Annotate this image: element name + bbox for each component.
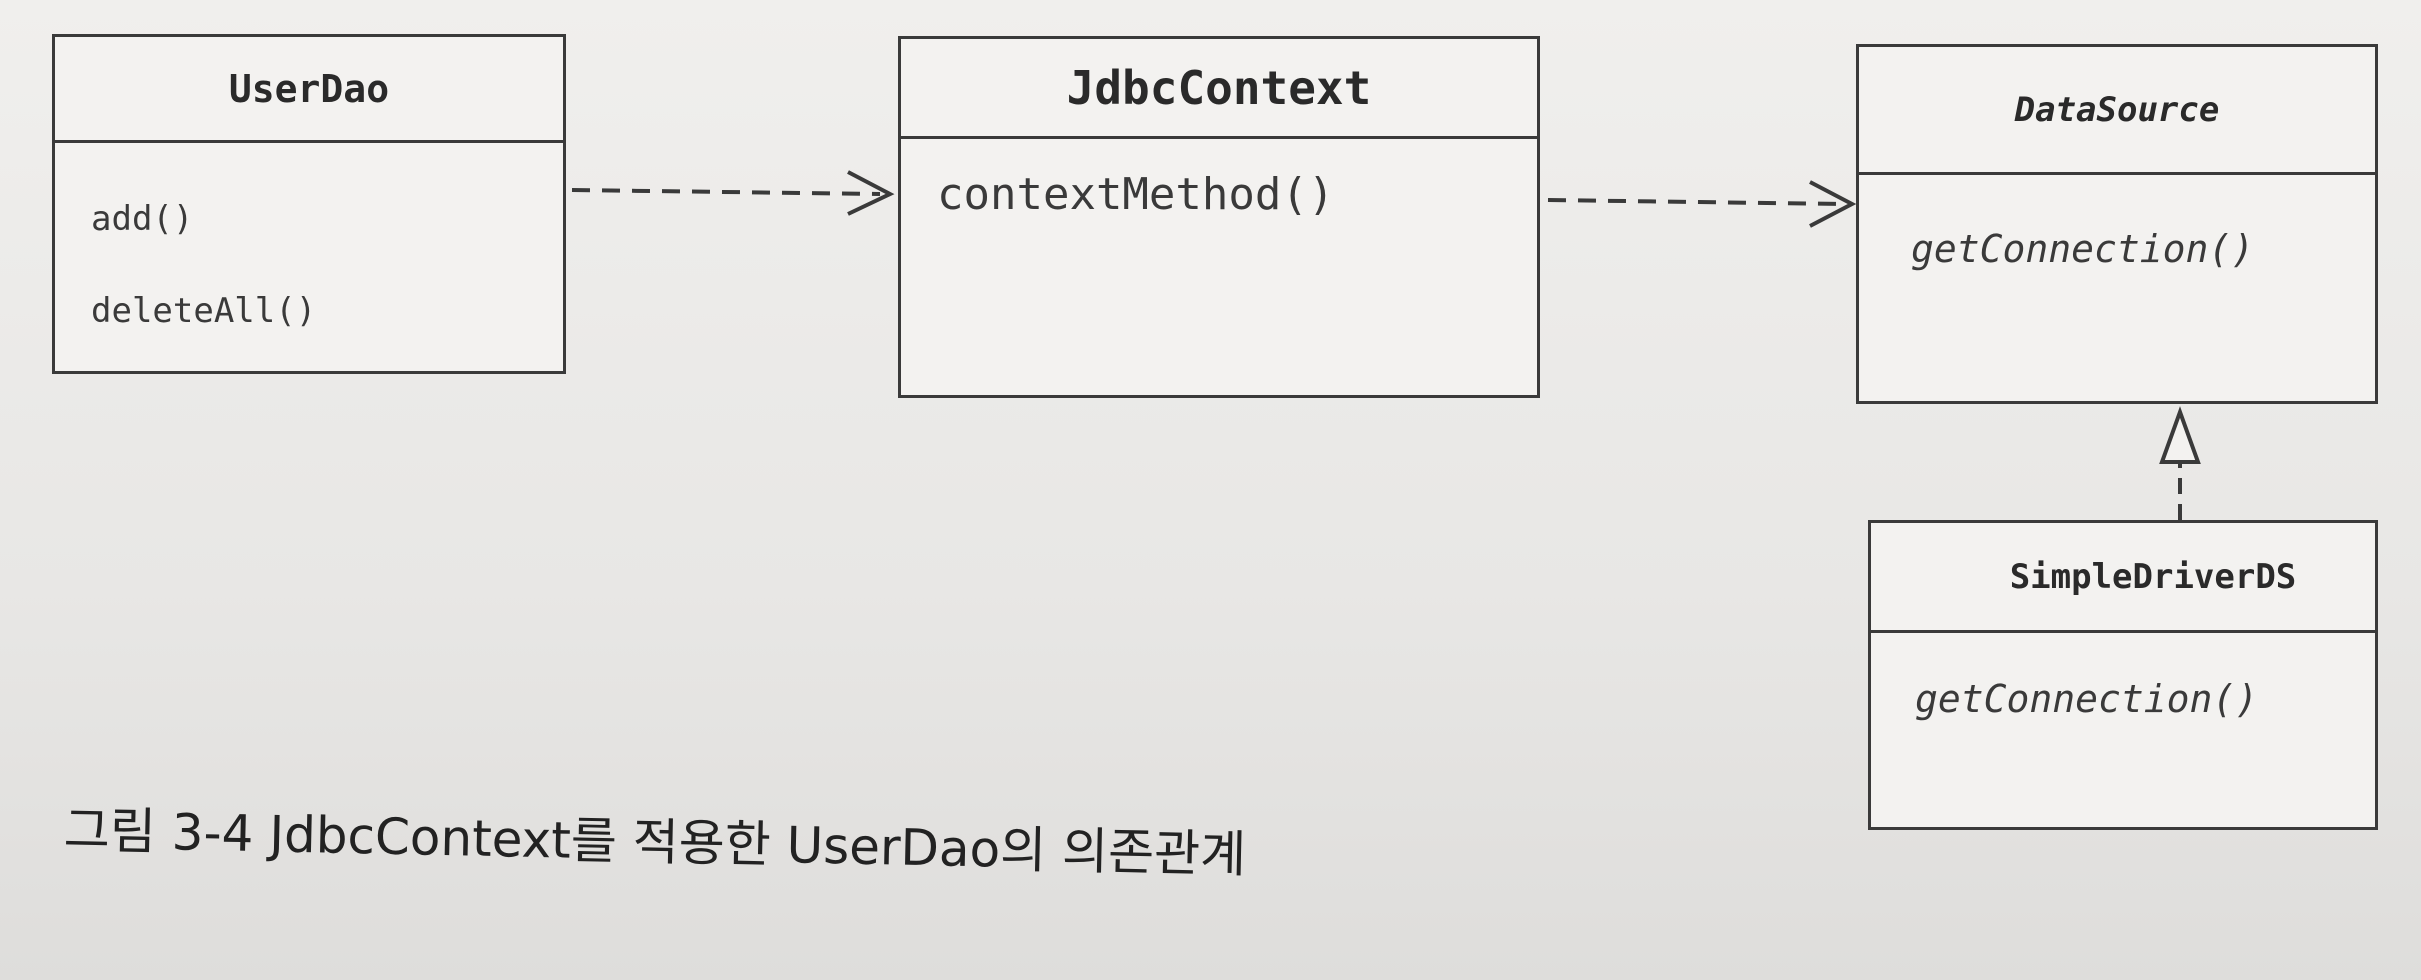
- userdao-method-add: add(): [91, 199, 194, 239]
- jdbccontext-class-name: JdbcContext: [901, 39, 1537, 139]
- simpledriverds-methods: getConnection(): [1871, 633, 2375, 721]
- dependency-line-userdao-jdbccontext: [571, 188, 881, 196]
- datasource-class-name: DataSource: [1859, 47, 2375, 175]
- userdao-class-box: UserDao add() deleteAll(): [52, 34, 566, 374]
- simpledriverds-class-box: SimpleDriverDS getConnection(): [1868, 520, 2378, 830]
- realization-arrowhead-datasource: [2159, 406, 2201, 464]
- userdao-class-name: UserDao: [55, 37, 563, 143]
- dependency-arrowhead-jdbccontext: [847, 170, 895, 216]
- jdbccontext-method-contextmethod: contextMethod(): [937, 169, 1335, 220]
- dependency-line-jdbccontext-datasource: [1547, 198, 1843, 206]
- simpledriverds-method-getconnection: getConnection(): [1915, 677, 2259, 721]
- userdao-method-deleteall: deleteAll(): [91, 291, 317, 331]
- datasource-method-getconnection: getConnection(): [1911, 227, 2255, 271]
- jdbccontext-class-box: JdbcContext contextMethod(): [898, 36, 1540, 398]
- jdbccontext-methods: contextMethod(): [901, 139, 1537, 225]
- dependency-arrowhead-datasource: [1809, 180, 1857, 228]
- datasource-methods: getConnection(): [1859, 175, 2375, 271]
- userdao-methods: add() deleteAll(): [55, 143, 563, 357]
- datasource-interface-box: DataSource getConnection(): [1856, 44, 2378, 404]
- simpledriverds-class-name: SimpleDriverDS: [1871, 523, 2375, 633]
